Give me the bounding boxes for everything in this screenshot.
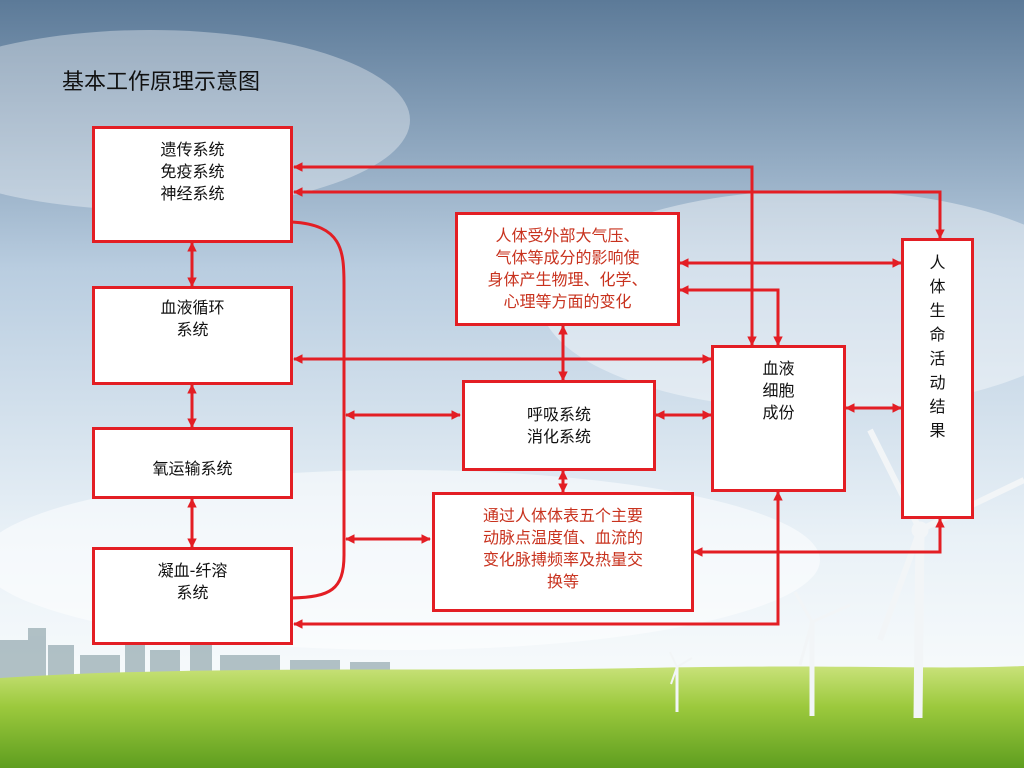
box-oxygen-transport: 氧运输系统 bbox=[92, 427, 293, 499]
box-blood-cell-components: 血液 细胞 成份 bbox=[711, 345, 846, 492]
slide-title: 基本工作原理示意图 bbox=[62, 70, 261, 95]
box-surface-measurements: 通过人体体表五个主要 动脉点温度值、血流的 变化脉搏频率及热量交 换等 bbox=[432, 492, 694, 612]
box-surface-measurements-label: 通过人体体表五个主要 动脉点温度值、血流的 变化脉搏频率及热量交 换等 bbox=[482, 506, 643, 591]
arrow-top-to-results bbox=[293, 187, 945, 239]
arrow-external-blood-cells bbox=[679, 285, 783, 346]
arrow-cells-coag bbox=[293, 491, 783, 629]
box-life-activity-results: 人 体 生 命 活 动 结 果 bbox=[901, 238, 974, 519]
box-coagulation-fibrinolysis-label: 凝血-纤溶 系统 bbox=[157, 561, 228, 602]
box-genetic-immune-nervous-label: 遗传系统 免疫系统 神经系统 bbox=[160, 140, 225, 203]
box-external-influences-label: 人体受外部大气压、 气体等成分的影响使 身体产生物理、化学、 心理等方面的变化 bbox=[487, 226, 648, 311]
box-life-activity-results-label: 人 体 生 命 活 动 结 果 bbox=[929, 253, 946, 440]
box-blood-cell-components-label: 血液 细胞 成份 bbox=[762, 359, 795, 422]
arrow-results-surface bbox=[693, 518, 945, 557]
left-bracket bbox=[291, 220, 346, 600]
box-blood-circulation: 血液循环 系统 bbox=[92, 286, 293, 385]
box-external-influences: 人体受外部大气压、 气体等成分的影响使 身体产生物理、化学、 心理等方面的变化 bbox=[455, 212, 680, 326]
box-coagulation-fibrinolysis: 凝血-纤溶 系统 bbox=[92, 547, 293, 645]
box-genetic-immune-nervous: 遗传系统 免疫系统 神经系统 bbox=[92, 126, 293, 243]
box-respiration-digestion: 呼吸系统 消化系统 bbox=[462, 380, 656, 471]
box-oxygen-transport-label: 氧运输系统 bbox=[152, 459, 233, 478]
box-respiration-digestion-label: 呼吸系统 消化系统 bbox=[526, 404, 591, 446]
box-blood-circulation-label: 血液循环 系统 bbox=[160, 298, 225, 339]
